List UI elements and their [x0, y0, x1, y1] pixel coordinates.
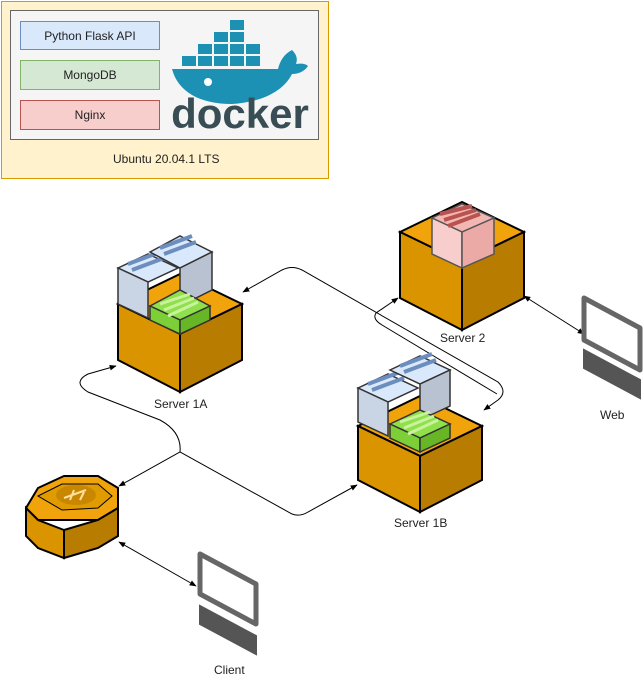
legend-mongodb: MongoDB [20, 60, 160, 90]
flask-container-1a-right [148, 234, 214, 308]
server-1b-label: Server 1B [394, 516, 448, 530]
edge-router-server1b [118, 451, 358, 516]
server-1a-node [115, 234, 245, 394]
mongodb-container-1b [388, 409, 452, 454]
web-terminal-icon [581, 295, 643, 400]
edge-server2-web [523, 295, 585, 335]
edge-server1a-server1b [242, 267, 504, 411]
usb-hub-icon [56, 485, 96, 505]
edge-router-server1a [79, 365, 181, 453]
edge-router-client [118, 541, 197, 587]
client-label: Client [214, 663, 245, 677]
docker-logo: docker [171, 20, 309, 134]
legend-nginx: Nginx [20, 100, 160, 130]
server-2-node [397, 200, 527, 332]
client-terminal-icon [197, 551, 259, 656]
flask-container-1b-left [356, 370, 420, 438]
host-label: Ubuntu 20.04.1 LTS [113, 152, 220, 166]
router-node [24, 475, 119, 560]
nginx-container [430, 203, 496, 270]
server-1b-node [355, 352, 485, 514]
mongodb-container-1a [148, 289, 212, 336]
docker-wordmark: docker [171, 90, 309, 134]
legend-flask-api: Python Flask API [20, 21, 160, 50]
flask-container-1a-left [116, 250, 180, 320]
flask-container-1b-right [388, 352, 452, 422]
edge-server2-link [374, 297, 498, 395]
web-label: Web [600, 408, 625, 422]
server-2-label: Server 2 [440, 331, 486, 345]
server-1a-label: Server 1A [154, 397, 208, 411]
